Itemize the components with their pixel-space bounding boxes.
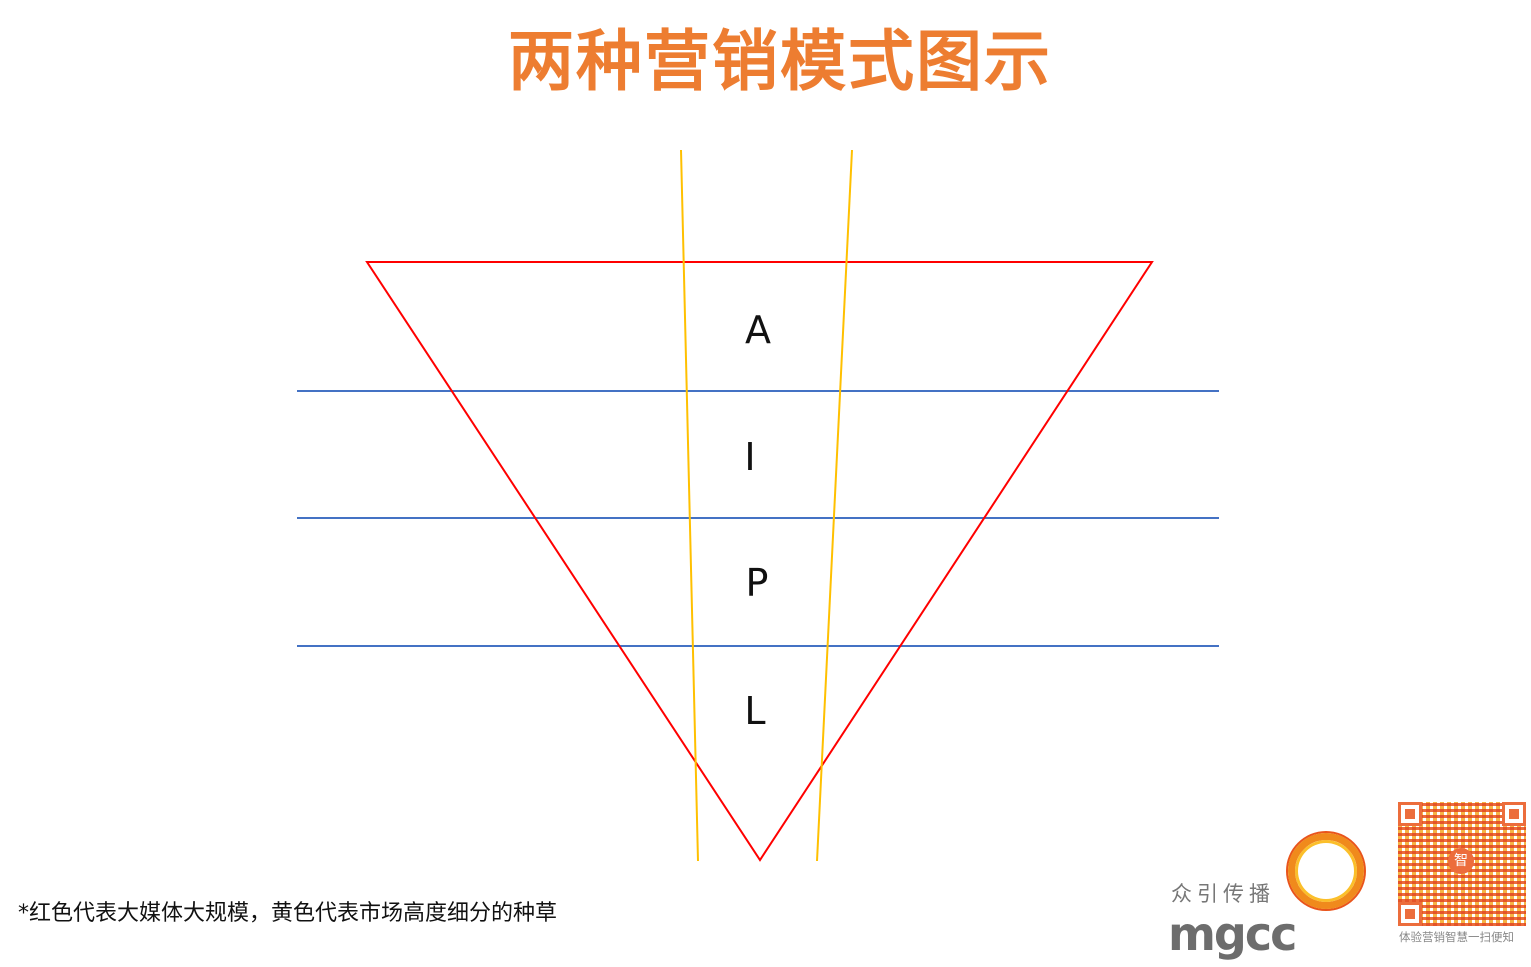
logo-chinese: 众引传播 [1171,882,1275,906]
stage-label-p: P [746,561,769,605]
niche-funnel-right [816,149,853,862]
logo-english: mgcc [1168,907,1297,961]
page-title: 两种营销模式图示 [508,23,1052,100]
qr-finder-icon [1398,902,1422,926]
niche-funnel-left [680,149,699,862]
qr-caption: 体验营销智慧一扫便知 [1399,930,1529,944]
mass-media-funnel [365,261,1154,862]
footnote: *红色代表大媒体大规模，黄色代表市场高度细分的种草 [18,901,558,926]
logo-ring-icon [1288,833,1364,909]
qr-center-logo: 智 [1448,848,1474,874]
stage-label-l: L [744,689,765,733]
stage-label-a: A [745,308,771,352]
qr-finder-icon [1398,802,1422,826]
qr-finder-icon [1502,802,1526,826]
qr-code: 智 [1398,802,1526,926]
stage-label-i: I [744,435,755,479]
